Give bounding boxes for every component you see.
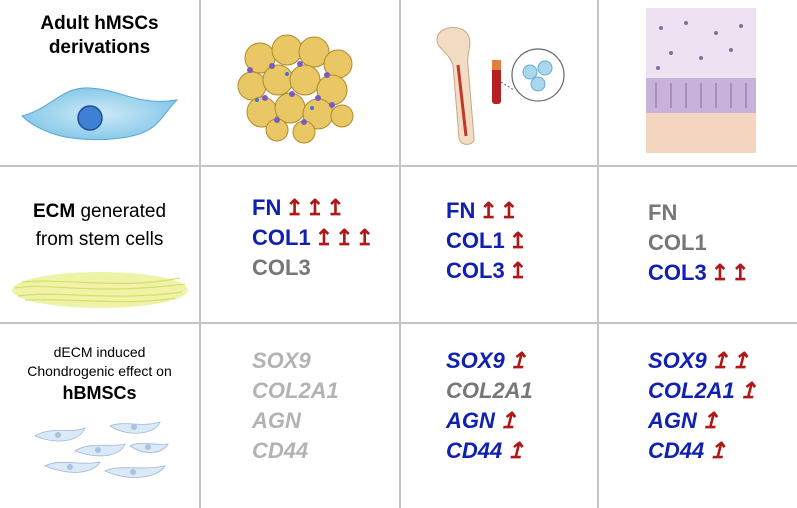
marker-row: COL1 xyxy=(648,228,752,258)
up-arrow-icon: ↥ xyxy=(708,438,729,463)
marker-name: COL1 xyxy=(648,230,707,255)
marker-name: FN xyxy=(252,195,282,220)
row-divider xyxy=(0,165,797,167)
up-arrow-icon: ↥ xyxy=(508,228,530,253)
up-arrow-icon: ↥ xyxy=(498,408,520,433)
column-divider xyxy=(597,0,599,508)
up-arrow-icon: ↥ xyxy=(738,378,760,403)
marker-name: COL1 xyxy=(446,228,505,253)
stem-cell-illustration xyxy=(21,87,179,141)
row2-title: ECM generated from stem cells xyxy=(0,198,199,254)
row2-title-line2: from stem cells xyxy=(35,229,164,250)
gene-markers-cartilage: SOX9↥↥ COL2A1↥ AGN↥ CD44↥ xyxy=(648,346,759,466)
adipose-tissue-illustration xyxy=(237,34,354,144)
gene-markers-bone-marrow: SOX9↥ COL2A1 AGN↥ CD44↥ xyxy=(446,346,537,466)
marker-row: FN↥↥ xyxy=(446,196,529,226)
marker-row: CD44↥ xyxy=(446,436,537,466)
marker-row: COL2A1↥ xyxy=(648,376,759,406)
row3-title: dECM induced Chondrogenic effect on hBMS… xyxy=(0,343,199,405)
marker-row: AGN xyxy=(252,406,343,436)
row1-title-line2: derivations xyxy=(48,37,151,58)
marker-name: AGN xyxy=(446,408,495,433)
marker-row: COL3 xyxy=(252,253,376,283)
marker-row: CD44 xyxy=(252,436,343,466)
marker-row: FN↥↥↥ xyxy=(252,193,376,223)
row2-title-line1: ECM generated xyxy=(0,198,199,226)
column-divider xyxy=(399,0,401,508)
row2-title-rest: generated xyxy=(75,201,167,222)
ecm-markers-adipose: FN↥↥↥ COL1↥↥↥ COL3 xyxy=(252,193,376,283)
up-arrow-icon: ↥↥ xyxy=(710,260,752,285)
marker-name: FN xyxy=(446,198,476,223)
marker-row: COL3↥ xyxy=(446,256,529,286)
row3-title-line1: dECM induced xyxy=(53,344,146,360)
marker-row: COL1↥ xyxy=(446,226,529,256)
marker-name: COL2A1 xyxy=(648,378,735,403)
hbmsc-cells-illustration xyxy=(34,421,169,478)
ecm-markers-cartilage: FN COL1 COL3↥↥ xyxy=(648,198,752,288)
up-arrow-icon: ↥ xyxy=(508,258,530,283)
marker-name: CD44 xyxy=(446,438,503,463)
marker-name: SOX9 xyxy=(446,348,505,373)
row-divider xyxy=(0,322,797,324)
marker-name: FN xyxy=(648,200,678,225)
marker-row: COL3↥↥ xyxy=(648,258,752,288)
bone-marrow-illustration xyxy=(436,27,565,145)
marker-row: AGN↥ xyxy=(648,406,759,436)
gene-markers-adipose: SOX9 COL2A1 AGN CD44 xyxy=(252,346,343,466)
up-arrow-icon: ↥↥ xyxy=(710,348,752,373)
marker-row: COL2A1 xyxy=(252,376,343,406)
marker-name: AGN xyxy=(252,408,301,433)
ecm-fiber-illustration xyxy=(12,272,188,308)
marker-name: COL1 xyxy=(252,225,311,250)
marker-name: AGN xyxy=(648,408,697,433)
row2-title-bold: ECM xyxy=(32,201,76,222)
marker-row: SOX9 xyxy=(252,346,343,376)
row1-title: Adult hMSCs derivations xyxy=(0,12,199,60)
row3-title-line3: hBMSCs xyxy=(62,383,137,403)
ecm-markers-bone-marrow: FN↥↥ COL1↥ COL3↥ xyxy=(446,196,529,286)
up-arrow-icon: ↥↥↥ xyxy=(285,195,347,220)
up-arrow-icon: ↥ xyxy=(506,438,527,463)
marker-row: SOX9↥ xyxy=(446,346,537,376)
marker-name: SOX9 xyxy=(252,348,311,373)
up-arrow-icon: ↥ xyxy=(508,348,530,373)
cartilage-tissue-illustration xyxy=(646,8,756,153)
row3-title-line2: Chondrogenic effect on xyxy=(27,363,172,379)
marker-row: AGN↥ xyxy=(446,406,537,436)
marker-row: COL1↥↥↥ xyxy=(252,223,376,253)
marker-row: CD44↥ xyxy=(648,436,759,466)
marker-name: COL2A1 xyxy=(446,378,533,403)
up-arrow-icon: ↥ xyxy=(700,408,722,433)
up-arrow-icon: ↥↥↥ xyxy=(314,225,376,250)
marker-name: COL3 xyxy=(648,260,707,285)
marker-name: CD44 xyxy=(648,438,705,463)
marker-row: COL2A1 xyxy=(446,376,537,406)
marker-name: COL2A1 xyxy=(252,378,339,403)
marker-name: SOX9 xyxy=(648,348,707,373)
marker-name: CD44 xyxy=(252,438,309,463)
marker-name: COL3 xyxy=(252,255,311,280)
column-divider xyxy=(199,0,201,508)
marker-row: FN xyxy=(648,198,752,228)
up-arrow-icon: ↥↥ xyxy=(479,198,521,223)
row1-title-line1: Adult hMSCs xyxy=(40,13,159,34)
marker-name: COL3 xyxy=(446,258,505,283)
marker-row: SOX9↥↥ xyxy=(648,346,759,376)
